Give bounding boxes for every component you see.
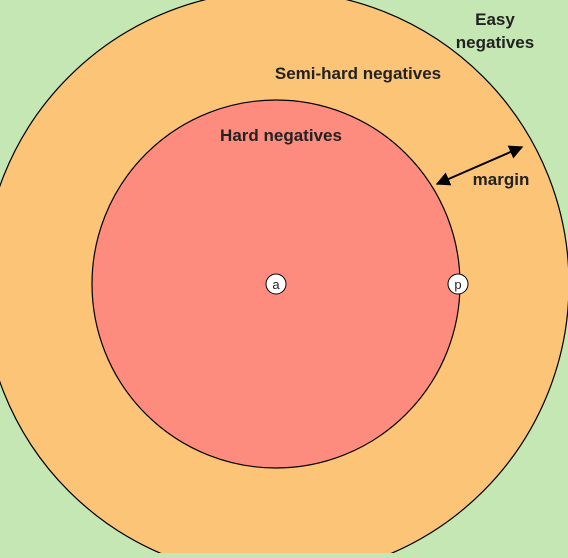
semi-hard-negatives-label: Semi-hard negatives xyxy=(275,64,441,83)
hard-negatives-label: Hard negatives xyxy=(220,126,342,145)
positive-point xyxy=(447,273,469,295)
positive-label: p xyxy=(454,277,461,292)
easy-negatives-label-line2: negatives xyxy=(456,33,534,52)
anchor-label: a xyxy=(272,277,280,292)
easy-negatives-label-line1: Easy xyxy=(475,10,515,29)
margin-label: margin xyxy=(473,170,530,189)
anchor-point xyxy=(265,273,287,295)
margin-arrow xyxy=(435,145,524,186)
